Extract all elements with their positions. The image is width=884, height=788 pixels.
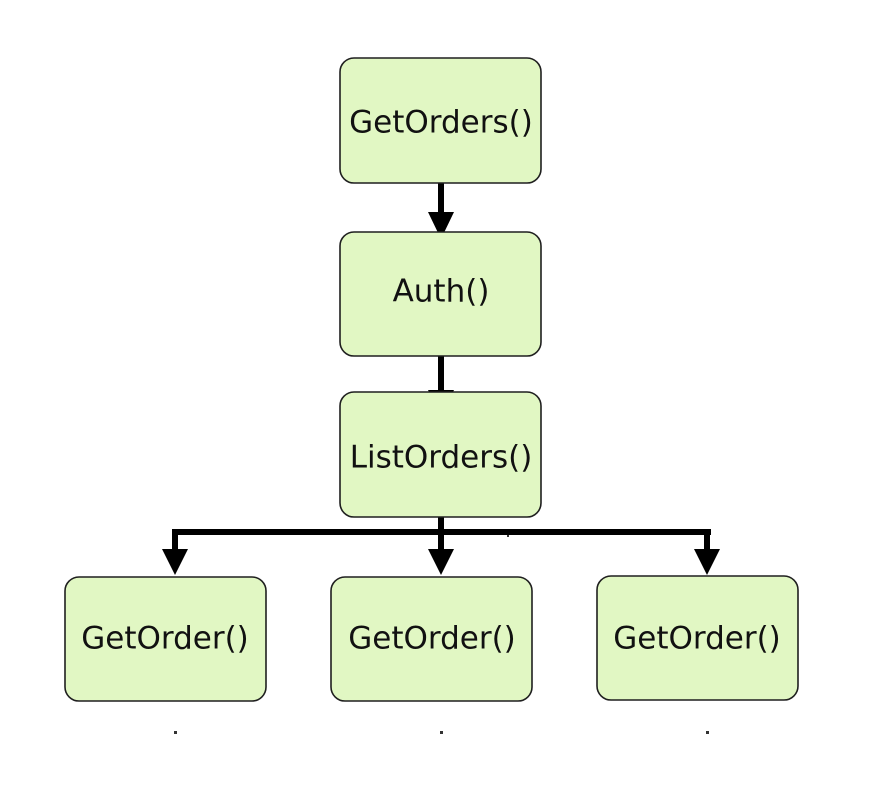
node-auth[interactable]: Auth() xyxy=(339,231,542,357)
node-getorders-label: GetOrders() xyxy=(349,105,533,141)
node-getorder-1[interactable]: GetOrder() xyxy=(64,576,267,702)
node-getorder-2[interactable]: GetOrder() xyxy=(330,576,533,702)
stray-dot xyxy=(174,731,177,734)
arrowhead-right xyxy=(694,549,720,575)
node-listorders[interactable]: ListOrders() xyxy=(339,391,542,518)
arrowhead-left xyxy=(162,549,188,575)
node-getorder-3[interactable]: GetOrder() xyxy=(596,575,799,701)
node-getorders[interactable]: GetOrders() xyxy=(339,57,542,184)
node-getorder-3-label: GetOrder() xyxy=(613,621,781,657)
node-getorder-2-label: GetOrder() xyxy=(348,621,516,657)
arrowhead-middle xyxy=(428,549,454,575)
node-listorders-label: ListOrders() xyxy=(350,440,533,476)
stray-marks xyxy=(174,535,709,734)
stray-dot xyxy=(507,535,509,537)
stray-dot xyxy=(440,731,443,734)
node-getorder-1-label: GetOrder() xyxy=(81,621,249,657)
stray-dot xyxy=(706,731,709,734)
node-auth-label: Auth() xyxy=(393,274,490,310)
